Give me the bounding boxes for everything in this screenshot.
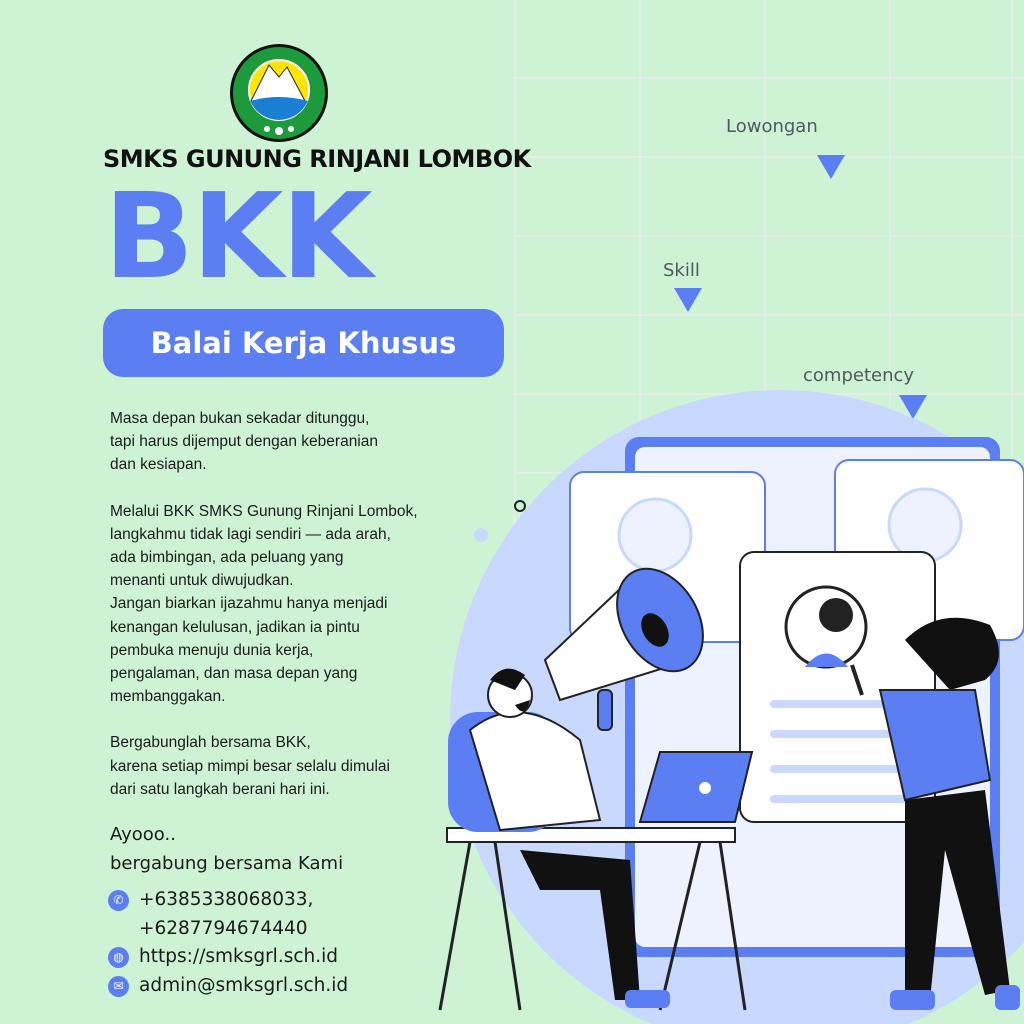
globe-icon: ◍ (108, 947, 129, 968)
label-skill: Skill (663, 260, 700, 281)
label-competency: competency (803, 365, 915, 386)
label-lowongan: Lowongan (726, 116, 818, 137)
paragraph: Bergabunglah bersama BKK, karena setiap … (110, 734, 390, 798)
body-text: Masa depan bukan sekadar ditunggu, tapi … (110, 407, 418, 801)
website-link[interactable]: https://smksgrl.sch.id (139, 946, 338, 967)
paragraph: Melalui BKK SMKS Gunung Rinjani Lombok, … (110, 502, 418, 706)
cta-line: bergabung bersama Kami (110, 853, 344, 874)
school-name: SMKS GUNUNG RINJANI LOMBOK (103, 145, 531, 173)
triangle-marker-icon (817, 155, 845, 179)
contacts: ✆ +6385338068033, +6287794674440 ◍ https… (108, 886, 348, 1000)
call-to-action: Ayooo.. bergabung bersama Kami (110, 820, 343, 878)
phone-number[interactable]: +6287794674440 (139, 917, 308, 939)
page-title: BKK (104, 167, 373, 305)
email-link[interactable]: admin@smksgrl.sch.id (139, 974, 349, 996)
mail-icon: ✉ (108, 975, 129, 997)
school-logo (230, 44, 328, 142)
cta-line: Ayooo.. (110, 824, 176, 845)
phone-icon: ✆ (108, 890, 129, 911)
phone-number[interactable]: +6385338068033, (139, 889, 314, 910)
paragraph: Masa depan bukan sekadar ditunggu, tapi … (110, 410, 378, 474)
subtitle-banner: Balai Kerja Khusus (103, 309, 504, 377)
triangle-marker-icon (674, 288, 702, 312)
